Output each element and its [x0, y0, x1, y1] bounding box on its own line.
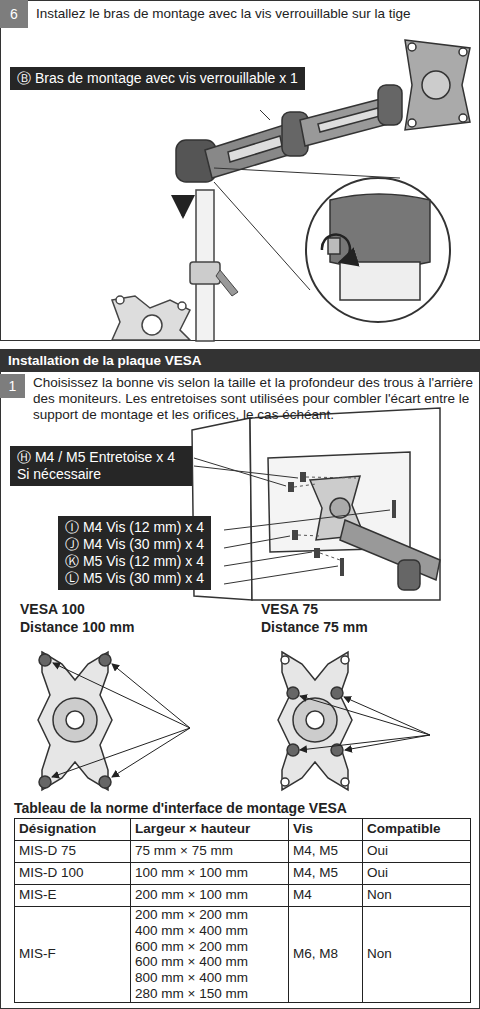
- table-cell: MIS-D 100: [19, 865, 84, 881]
- table-cell: Largeur × hauteur: [135, 821, 250, 837]
- table-cell: MIS-F: [19, 946, 56, 962]
- table-cell: 400 mm × 400 mm: [135, 923, 248, 939]
- table-cell: 600 mm × 200 mm: [135, 939, 248, 955]
- part-label: Ⓙ M4 Vis (30 mm) x 4: [65, 536, 204, 553]
- node-box: Ⓗ M4 / M5 Entretoise x 4 Si nécessaire: [10, 446, 192, 486]
- table-cell: Non: [367, 887, 392, 903]
- table-cell: Oui: [367, 865, 388, 881]
- table-cell: Désignation: [19, 821, 96, 837]
- node-box: Installation de la plaque VESA: [0, 350, 480, 372]
- table-cell: 800 mm × 400 mm: [135, 970, 248, 986]
- node-box: 6: [0, 0, 28, 28]
- part-label: Ⓚ M5 Vis (12 mm) x 4: [65, 553, 204, 570]
- table-cell: 75 mm × 75 mm: [135, 843, 233, 859]
- part-label: Ⓗ M4 / M5 Entretoise x 4 Si nécessaire: [17, 449, 185, 483]
- caption-label: VESA 100: [20, 601, 85, 617]
- table-cell: 100 mm × 100 mm: [135, 865, 248, 881]
- step-number: 1: [9, 378, 17, 394]
- caption-label: VESA 75: [261, 601, 318, 617]
- table-cell: 600 mm × 400 mm: [135, 954, 248, 970]
- node-box: Ⓘ M4 Vis (12 mm) x 4Ⓙ M4 Vis (30 mm) x 4…: [58, 516, 211, 590]
- caption-label: Distance 75 mm: [261, 619, 368, 635]
- table-cell: 200 mm × 200 mm: [135, 907, 248, 923]
- table-cell: 280 mm × 150 mm: [135, 986, 248, 1002]
- part-label: Ⓑ Bras de montage avec vis verrouillable…: [17, 70, 298, 87]
- table-cell: MIS-D 75: [19, 843, 76, 859]
- step-text: Installez le bras de montage avec la vis…: [36, 6, 476, 22]
- table-cell: Vis: [293, 821, 313, 837]
- part-label: Ⓘ M4 Vis (12 mm) x 4: [65, 519, 204, 536]
- node-box: 1: [0, 374, 25, 398]
- table-cell: MIS-E: [19, 887, 57, 903]
- section-band: Installation de la plaque VESA: [8, 353, 472, 369]
- table-cell: M4, M5: [293, 865, 338, 881]
- table-cell: M4: [293, 887, 312, 903]
- table-cell: 200 mm × 100 mm: [135, 887, 248, 903]
- table-cell: M6, M8: [293, 946, 338, 962]
- step-text: Choisissez la bonne vis selon la taille …: [33, 375, 475, 423]
- step-number: 6: [10, 6, 18, 22]
- table-cell: Non: [367, 946, 392, 962]
- part-label: Ⓛ M5 Vis (30 mm) x 4: [65, 570, 204, 587]
- node-box: Ⓑ Bras de montage avec vis verrouillable…: [10, 67, 305, 90]
- table-cell: M4, M5: [293, 843, 338, 859]
- caption-label: Distance 100 mm: [20, 619, 134, 635]
- caption-label: Tableau de la norme d'interface de monta…: [14, 800, 347, 816]
- table-cell: Oui: [367, 843, 388, 859]
- table-cell: Compatible: [367, 821, 441, 837]
